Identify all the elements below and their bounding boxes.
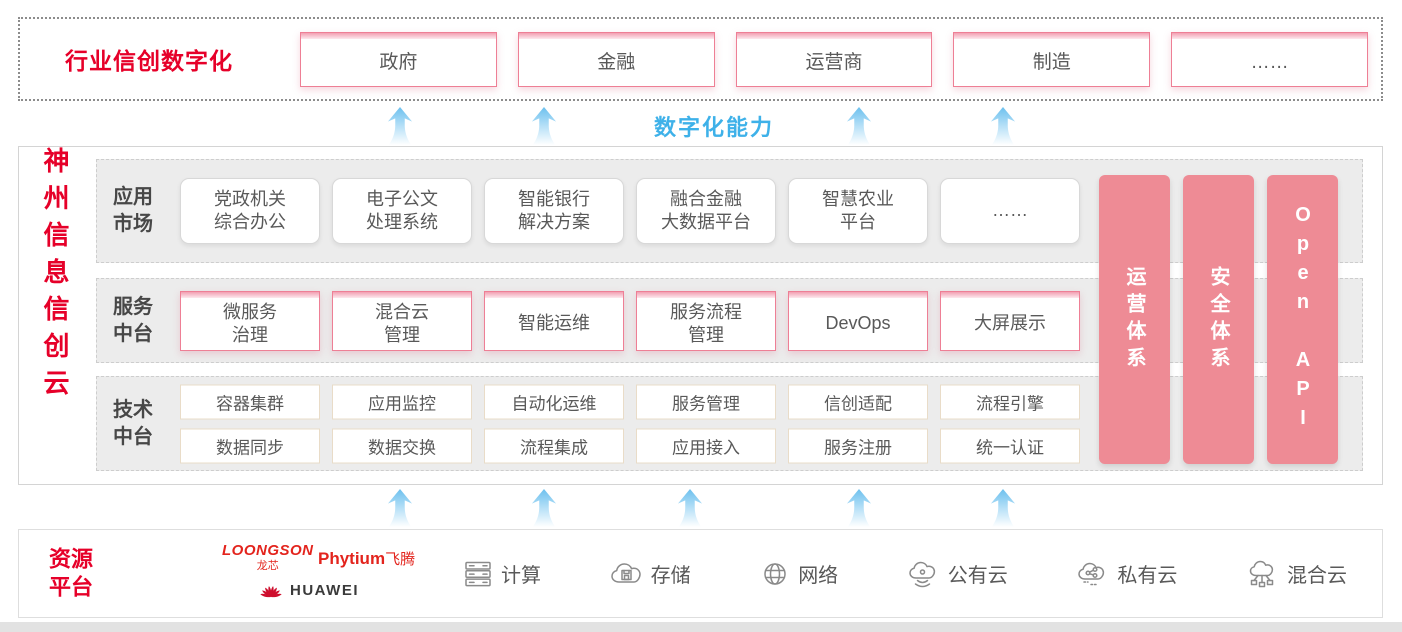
tech-row-1: 容器集群 应用监控 自动化运维 服务管理 信创适配 流程引擎	[180, 384, 1080, 419]
pillar-security-system: 安全体系	[1183, 175, 1254, 464]
app-box-edoc-system: 电子公文 处理系统	[332, 178, 472, 244]
huawei-logo: HUAWEI	[258, 582, 359, 599]
app-box-smart-agriculture: 智慧农业 平台	[788, 178, 928, 244]
tech-box-container-cluster: 容器集群	[180, 384, 320, 419]
storage-icon	[610, 562, 641, 583]
up-arrow-icon	[531, 107, 557, 145]
resource-item-storage: 存储	[609, 559, 691, 589]
industry-box-more: ……	[1171, 32, 1368, 87]
hybrid-cloud-icon	[1249, 560, 1274, 587]
resource-item-label: 公有云	[947, 565, 1008, 587]
tech-box-unified-auth: 统一认证	[940, 428, 1080, 463]
resource-item-label: 存储	[650, 565, 691, 587]
tech-platform-row: 技术 中台 容器集群 应用监控 自动化运维 服务管理 信创适配 流程引擎 数据同…	[96, 376, 1363, 471]
bottom-decor-strip	[0, 622, 1402, 632]
tech-box-app-monitoring: 应用监控	[332, 384, 472, 419]
loongson-wordmark: LOONGSON	[222, 542, 314, 559]
service-box-service-flow: 服务流程 管理	[636, 290, 776, 351]
tech-box-service-registry: 服务注册	[788, 428, 928, 463]
up-arrow-icon	[846, 107, 872, 145]
industry-box-operator: 运营商	[735, 32, 933, 87]
compute-icon	[465, 561, 491, 586]
industry-box-government: 政府	[300, 32, 497, 87]
tech-platform-label: 技术 中台	[113, 398, 153, 448]
up-arrow-icon	[387, 489, 413, 527]
resource-item-private-cloud: 私有云	[1075, 559, 1177, 589]
service-box-microservice: 微服务 治理	[180, 290, 320, 351]
tech-platform-items: 容器集群 应用监控 自动化运维 服务管理 信创适配 流程引擎 数据同步 数据交换…	[180, 384, 1080, 463]
service-box-smart-ops: 智能运维	[484, 290, 624, 351]
app-box-more: ……	[940, 178, 1080, 244]
loongson-chinese: 龙芯	[256, 560, 279, 572]
resource-item-public-cloud: 公有云	[906, 559, 1008, 589]
huawei-flower-icon	[260, 586, 282, 598]
service-box-devops: DevOps	[788, 290, 928, 351]
app-market-label: 应用 市场	[113, 186, 153, 235]
up-arrow-icon	[990, 107, 1016, 145]
resource-items: 计算 存储 网络	[461, 530, 1347, 617]
app-market-row: 应用 市场 党政机关 综合办公 电子公文 处理系统 智能银行 解决方案 融合金融…	[96, 159, 1363, 263]
private-cloud-icon	[1078, 562, 1105, 585]
pillar-operations-system: 运营体系	[1099, 175, 1170, 464]
capability-label: 数字化能力	[653, 115, 774, 140]
resource-item-label: 混合云	[1286, 565, 1347, 587]
tech-box-automated-ops: 自动化运维	[484, 384, 624, 419]
service-box-dashboard: 大屏展示	[940, 290, 1080, 351]
huawei-wordmark: HUAWEI	[290, 582, 359, 599]
phytium-chinese: 飞腾	[385, 551, 416, 568]
resource-item-label: 私有云	[1117, 565, 1178, 587]
up-arrow-icon	[846, 489, 872, 527]
resource-item-network: 网络	[758, 559, 838, 589]
public-cloud-icon	[909, 561, 935, 587]
industry-list: 政府 金融 运营商 制造 ……	[300, 32, 1368, 87]
tech-row-2: 数据同步 数据交换 流程集成 应用接入 服务注册 统一认证	[180, 428, 1080, 463]
industry-box-finance: 金融	[517, 32, 715, 87]
phytium-logo: Phytium飞腾	[318, 548, 415, 569]
app-box-smart-banking: 智能银行 解决方案	[484, 178, 624, 244]
app-box-party-office: 党政机关 综合办公	[180, 178, 320, 244]
phytium-wordmark: Phytium	[318, 549, 386, 568]
app-box-finance-bigdata: 融合金融 大数据平台	[636, 178, 776, 244]
service-platform-label: 服务 中台	[113, 295, 153, 345]
industry-section: 行业信创数字化 政府 金融 运营商 制造 ……	[18, 17, 1383, 101]
tech-box-process-integration: 流程集成	[484, 428, 624, 463]
app-market-items: 党政机关 综合办公 电子公文 处理系统 智能银行 解决方案 融合金融 大数据平台…	[180, 160, 1080, 262]
service-platform-row: 服务 中台 微服务 治理 混合云 管理 智能运维 服务流程 管理 DevOps …	[96, 278, 1363, 363]
vendor-logos: LOONGSON 龙芯 Phytium飞腾	[214, 538, 494, 610]
platform-section: 神州信息信创云 应用 市场 党政机关 综合办公 电子公文 处理系统 智能银行 解…	[18, 146, 1383, 485]
tech-box-process-engine: 流程引擎	[940, 384, 1080, 419]
up-arrow-icon	[387, 107, 413, 145]
up-arrow-icon	[677, 489, 703, 527]
tech-box-app-access: 应用接入	[636, 428, 776, 463]
service-box-hybrid-cloud-mgmt: 混合云 管理	[332, 290, 472, 351]
resource-section: 资源 平台 LOONGSON 龙芯 Phytium飞腾	[18, 529, 1383, 618]
tech-box-xinchuang-adapt: 信创适配	[788, 384, 928, 419]
loongson-logo: LOONGSON 龙芯	[222, 542, 314, 573]
tech-box-service-mgmt: 服务管理	[636, 384, 776, 419]
tech-box-data-exchange: 数据交换	[332, 428, 472, 463]
resource-item-label: 网络	[798, 565, 839, 587]
network-icon	[764, 562, 786, 585]
resource-item-label: 计算	[501, 565, 541, 587]
up-arrow-icon	[990, 489, 1016, 527]
resource-item-hybrid-cloud: 混合云	[1245, 559, 1347, 589]
tech-box-data-sync: 数据同步	[180, 428, 320, 463]
up-arrow-icon	[531, 489, 557, 527]
industry-section-title: 行业信创数字化	[65, 48, 233, 74]
platform-vertical-title: 神州信息信创云	[40, 147, 70, 406]
resource-item-compute: 计算	[461, 559, 541, 589]
industry-box-manufacturing: 制造	[953, 32, 1151, 87]
service-platform-items: 微服务 治理 混合云 管理 智能运维 服务流程 管理 DevOps 大屏展示	[180, 279, 1080, 362]
resource-section-label: 资源 平台	[49, 545, 94, 600]
pillar-open-api: Open API	[1267, 175, 1338, 464]
